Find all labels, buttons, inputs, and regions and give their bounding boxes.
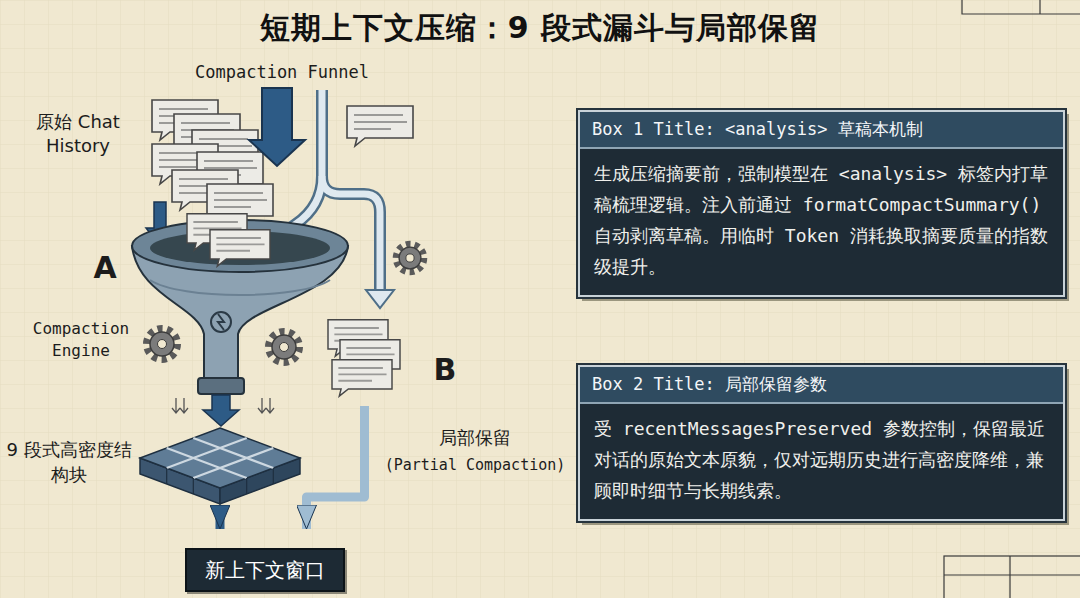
chat-history-stack: [210, 230, 270, 266]
flow-ticks: [266, 398, 274, 413]
preserved-stack: [328, 320, 400, 396]
chat-history-stack: [187, 214, 270, 266]
compaction-funnel: [218, 314, 224, 330]
section-label: Compaction Funnel: [195, 62, 380, 82]
context-window: 新上下文窗口: [185, 548, 345, 592]
structure-block: 9 段式高密度结构块: [140, 425, 300, 505]
panel-title: Box 1 Title: <analysis> 草稿本机制: [580, 112, 1063, 149]
preserved-stack: 局部保留(Partial Compaction): [322, 318, 407, 404]
preserved-stack: [332, 360, 392, 396]
node-label: 新上下文窗口: [205, 557, 325, 584]
compaction-funnel: [150, 280, 330, 295]
gear-icon: [396, 244, 423, 271]
flow-ticks: [180, 398, 188, 413]
corner-frame: [962, 0, 1080, 14]
compaction-funnel: [211, 312, 231, 332]
corner-frame: [1039, 0, 1040, 14]
compaction-arrow: [216, 507, 225, 529]
panel-body: 生成压缩摘要前，强制模型在 <analysis> 标签内打草稿梳理逻辑。注入前通…: [580, 149, 1063, 295]
info-panel: Box 2 Title: 局部保留参数受 recentMessagesPrese…: [578, 365, 1065, 521]
corner-frame: [944, 556, 1080, 598]
panel-title: Box 2 Title: 局部保留参数: [580, 367, 1063, 404]
structure-grid: [140, 428, 300, 488]
gear-icon: [269, 332, 299, 362]
gear-icon: [147, 329, 177, 359]
callout-letter: B: [430, 352, 460, 387]
compaction-funnel: [198, 378, 244, 394]
flow-path-light: [366, 290, 394, 308]
diagram-title: 短期上下文压缩：9 段式漏斗与局部保留: [0, 8, 1080, 49]
output-arrow: [203, 395, 239, 426]
compaction-funnel: [132, 220, 348, 394]
corner-frame: [944, 556, 1080, 598]
part-label: 局部保留: [380, 426, 570, 450]
part-label: 9 段式高密度结构块: [6, 437, 132, 487]
info-panel: Box 1 Title: <analysis> 草稿本机制生成压缩摘要前，强制模…: [578, 110, 1065, 297]
structure-grid: [167, 468, 274, 494]
flow-ticks: [172, 398, 180, 413]
preserve-arrow: [307, 406, 365, 529]
structure-grid: [167, 438, 274, 478]
panel-body: 受 recentMessagesPreserved 参数控制，保留最近对话的原始…: [580, 404, 1063, 519]
structure-grid: [140, 428, 300, 504]
flow-ticks: [258, 398, 266, 413]
chat-history-stack: [347, 106, 413, 146]
input-arrow: [249, 88, 305, 166]
part-label: (Partial Compaction): [380, 456, 570, 474]
part-label: 原始 Chat History: [12, 110, 144, 159]
part-label: Compaction Engine: [22, 318, 140, 363]
callout-letter: A: [90, 250, 120, 285]
